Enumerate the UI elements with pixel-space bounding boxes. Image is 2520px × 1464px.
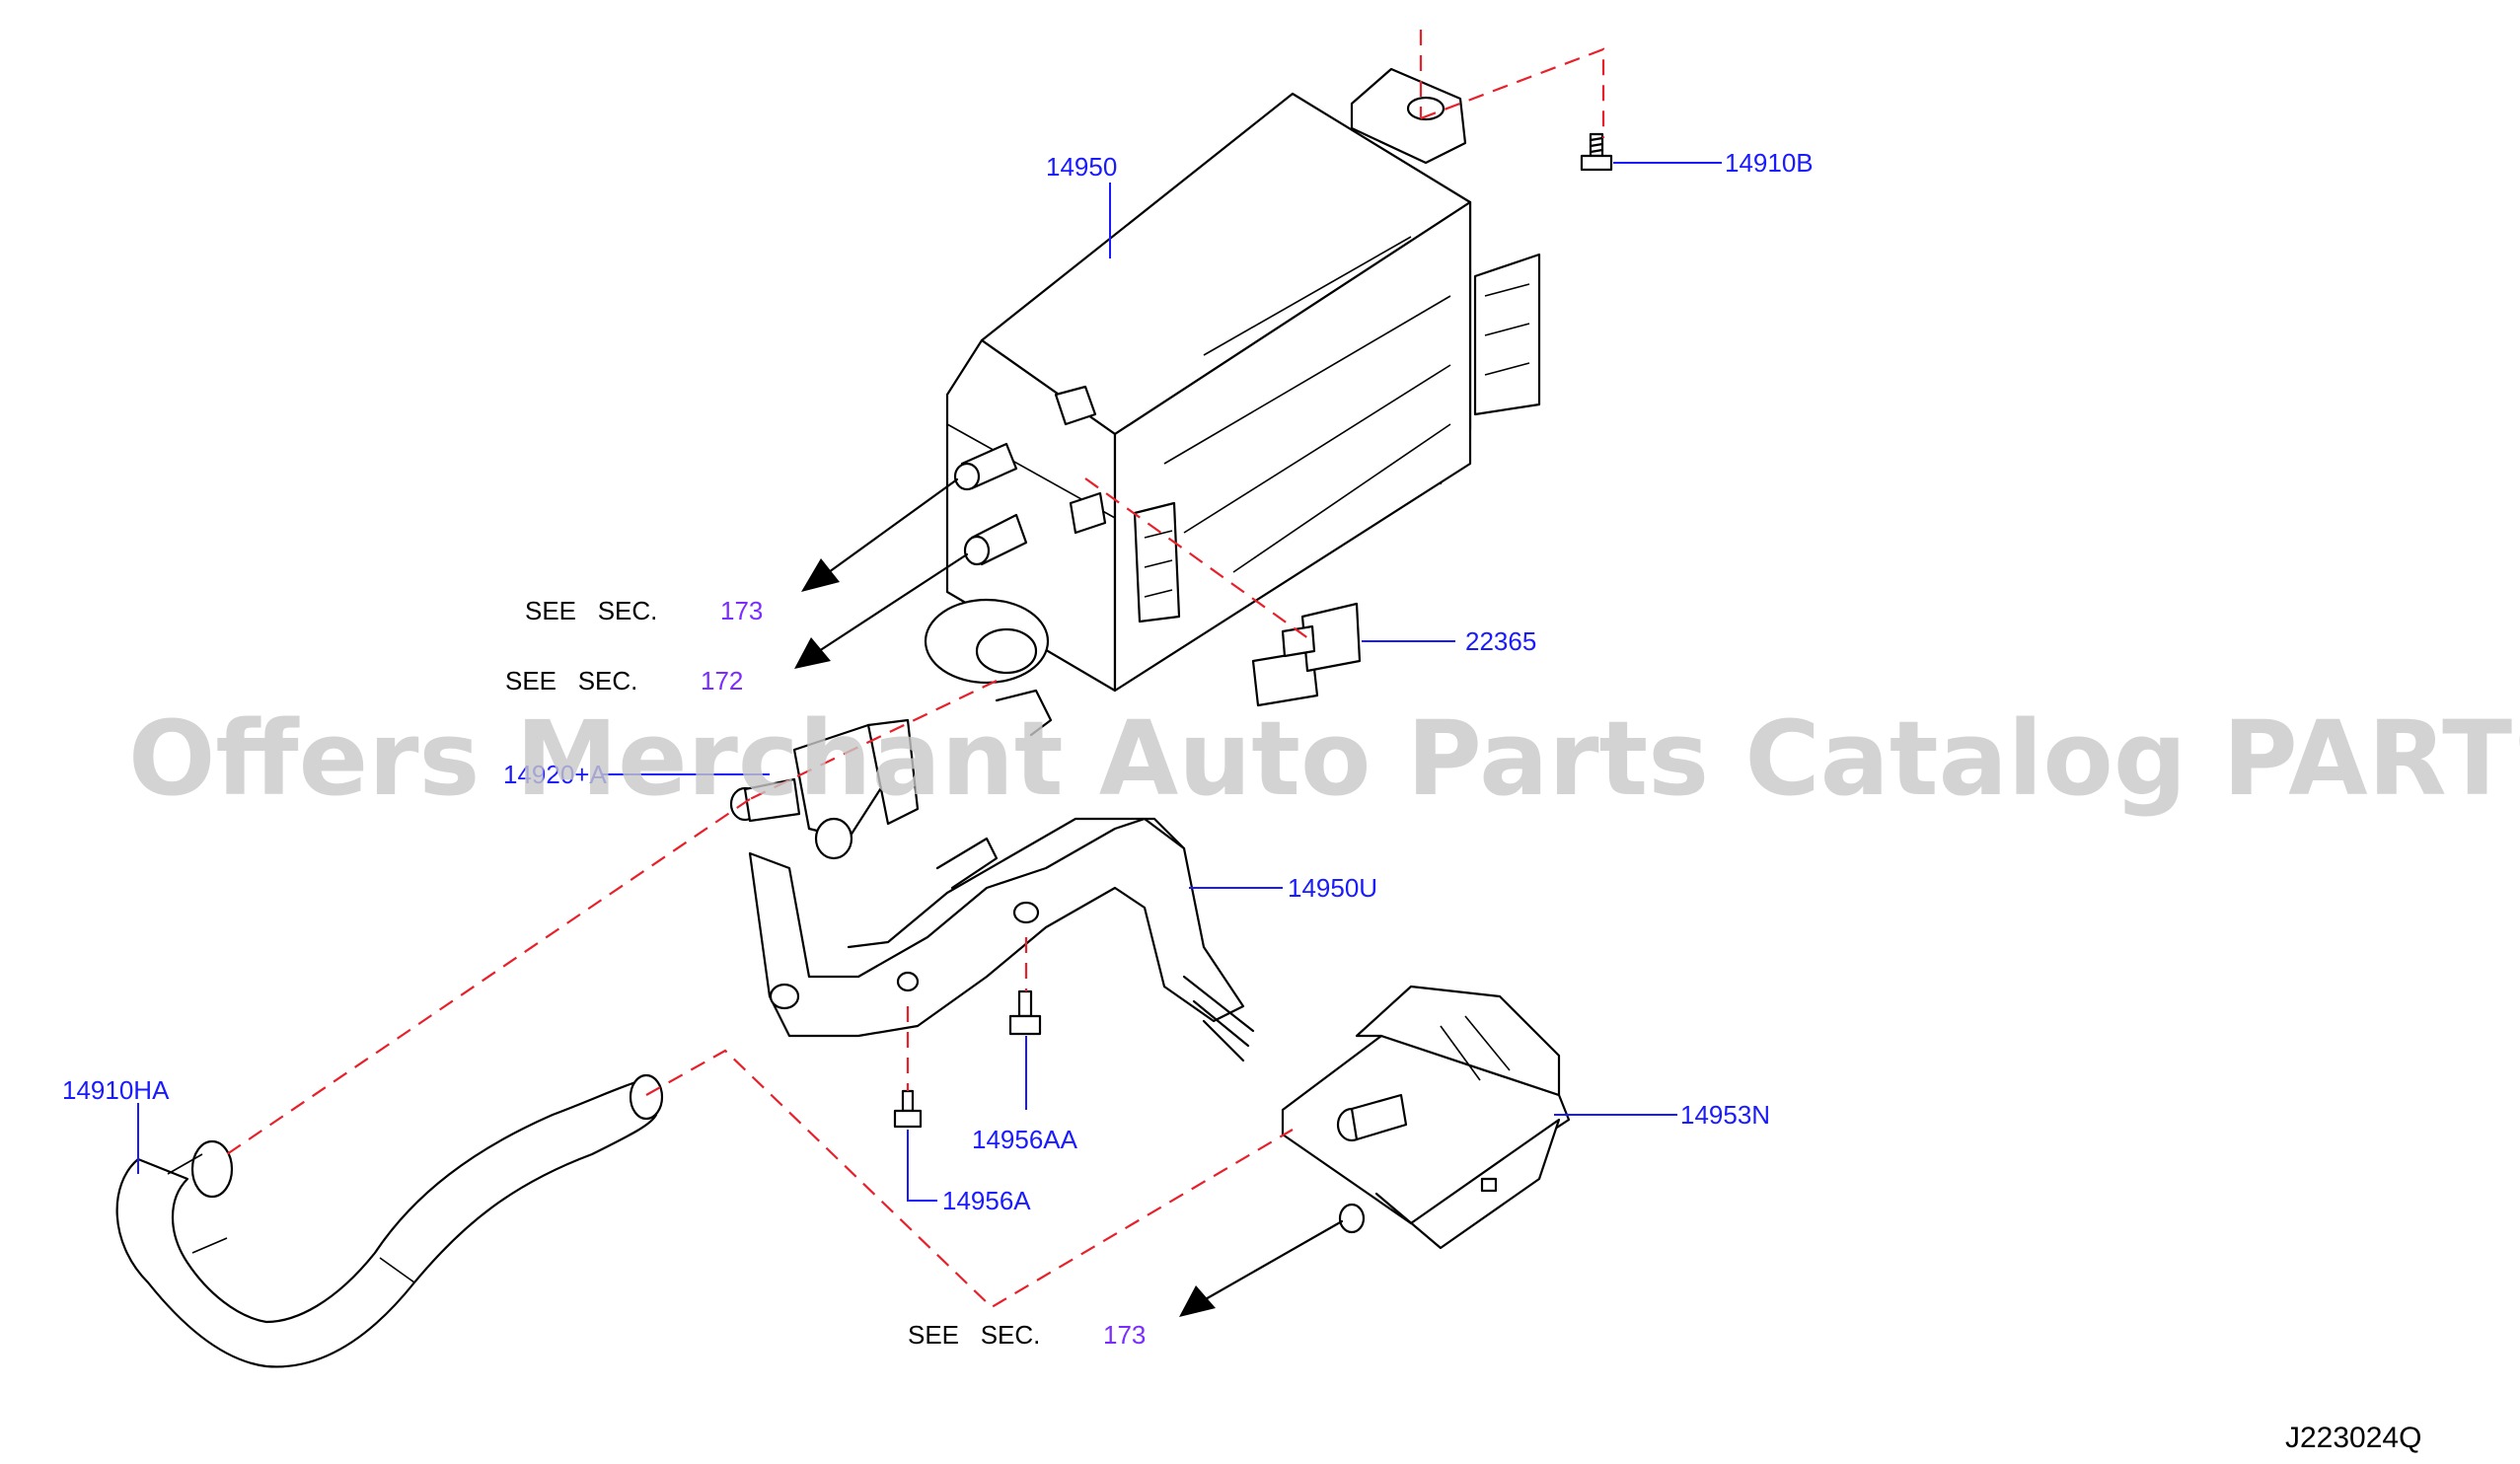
section-ref-1[interactable]: SEE SEC. 173 — [525, 596, 763, 625]
filter-14953n[interactable] — [1281, 985, 1571, 1250]
assembly-centerlines — [226, 30, 1605, 1309]
canister-14950[interactable] — [924, 67, 1541, 737]
bolt-14956aa[interactable] — [1008, 989, 1042, 1036]
callout-14950: 14950 — [1046, 152, 1117, 182]
section-ref-2[interactable]: SEE SEC. 172 — [505, 666, 743, 695]
section-ref-number: 172 — [701, 666, 743, 695]
callout-14910b: 14910B — [1725, 148, 1814, 178]
flow-arrows — [794, 477, 1344, 1317]
callout-22365: 22365 — [1465, 626, 1536, 656]
callout-14956aa: 14956AA — [972, 1125, 1078, 1154]
hose-14910ha[interactable] — [115, 1073, 664, 1368]
valve-22365[interactable] — [1251, 602, 1362, 707]
watermark-text: Offers Merchant Auto Parts Catalog PARTS… — [128, 698, 2520, 819]
section-ref-3[interactable]: SEE SEC. 173 — [908, 1320, 1146, 1350]
section-ref-label: SEE SEC. — [525, 596, 657, 625]
callout-14920a: 14920+A — [503, 760, 607, 789]
section-ref-number: 173 — [1103, 1320, 1146, 1350]
diagram-code: J223024Q — [2285, 1422, 2421, 1454]
bolt-14956a[interactable] — [893, 1089, 923, 1129]
callout-14910ha: 14910HA — [62, 1075, 170, 1105]
bolt-14910b[interactable] — [1580, 132, 1613, 172]
callout-14956a: 14956A — [942, 1186, 1031, 1215]
leader-lines — [137, 162, 1722, 1202]
section-ref-label: SEE SEC. — [908, 1320, 1040, 1350]
section-ref-number: 173 — [720, 596, 763, 625]
callout-14950u: 14950U — [1288, 873, 1377, 903]
bracket-14950u[interactable] — [748, 817, 1255, 1062]
section-ref-label: SEE SEC. — [505, 666, 637, 695]
connector-14920a[interactable] — [729, 718, 920, 860]
callout-14953n: 14953N — [1680, 1100, 1770, 1130]
